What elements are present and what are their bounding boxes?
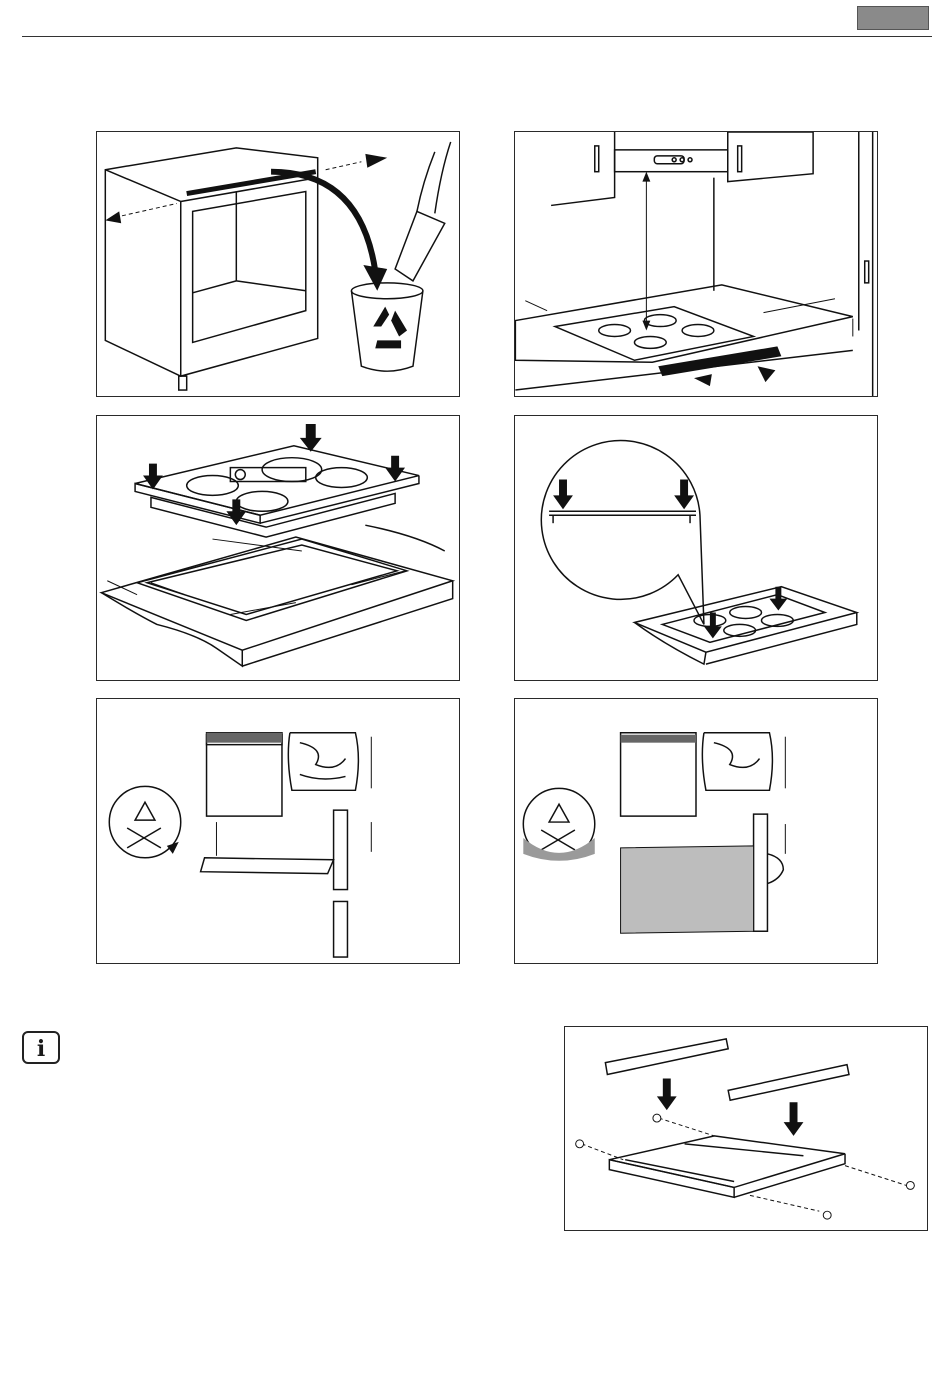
figure-drawer-below-clearance (96, 698, 460, 964)
hood-illustration (515, 132, 877, 396)
oven-clearance-illustration (515, 699, 877, 963)
cutout-illustration (97, 416, 459, 680)
figure-cabinet-remove-rail (96, 131, 460, 397)
language-tab-marker (857, 6, 929, 30)
header-rule (22, 36, 932, 37)
figure-bracket-mount (564, 1026, 928, 1231)
info-glyph: i (24, 1036, 58, 1062)
figure-seal-and-cutout (96, 415, 460, 681)
figure-hob-placement-detail (514, 415, 878, 681)
bracket-illustration (565, 1027, 927, 1230)
info-icon: i (22, 1031, 60, 1064)
figure-hood-clearance (514, 131, 878, 397)
drawer-clearance-illustration (97, 699, 459, 963)
recycle-icon (373, 307, 407, 349)
placement-illustration (515, 416, 877, 680)
figure-oven-below-clearance (514, 698, 878, 964)
cabinet-illustration (97, 132, 459, 396)
